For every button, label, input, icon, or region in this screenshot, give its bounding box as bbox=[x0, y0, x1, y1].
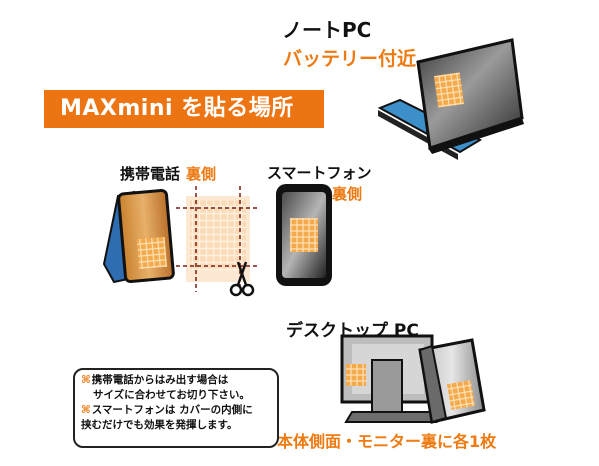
laptop-illustration bbox=[377, 38, 524, 160]
laptop-position-label: バッテリー付近 bbox=[283, 48, 417, 70]
flip-phone-position-label: 裏側 bbox=[186, 165, 217, 183]
laptop-sticker bbox=[433, 72, 465, 108]
note-line-3: ⌘スマートフォンは カバーの内側に bbox=[81, 404, 253, 416]
monitor-sticker bbox=[346, 364, 366, 386]
note-box: ⌘携帯電話からはみ出す場合は サイズに合わせてお切り下さい。 ⌘スマートフォンは… bbox=[73, 368, 279, 448]
smartphone-illustration bbox=[276, 184, 332, 286]
tower-sticker bbox=[446, 380, 476, 410]
flip-phone-label-group: 携帯電話裏側 bbox=[120, 163, 216, 184]
smartphone-sticker bbox=[290, 218, 318, 252]
smartphone-position-label: 裏側 bbox=[332, 185, 363, 203]
note-mark-icon: ⌘ bbox=[81, 374, 91, 386]
scissors-icon bbox=[229, 261, 255, 297]
page-title: MAXmini を貼る場所 bbox=[44, 90, 324, 128]
smartphone-label: スマートフォン bbox=[267, 164, 372, 182]
desktop-position-label: 本体側面・モニター裏に各1枚 bbox=[277, 432, 497, 451]
laptop-label: ノートPC bbox=[282, 18, 372, 42]
note-line-1: ⌘携帯電話からはみ出す場合は bbox=[81, 374, 229, 386]
flip-phone-sticker bbox=[136, 236, 168, 270]
desktop-illustration bbox=[340, 334, 486, 424]
desktop-label: デスクトップ PC bbox=[286, 321, 419, 341]
flip-phone-label: 携帯電話 bbox=[120, 165, 181, 183]
note-mark-icon: ⌘ bbox=[81, 404, 91, 416]
note-line-2: サイズに合わせてお切り下さい。 bbox=[93, 389, 250, 401]
sticker-sheet bbox=[176, 186, 260, 292]
flip-phone-illustration bbox=[102, 188, 175, 284]
note-line-4: 挟むだけでも効果を発揮します。 bbox=[81, 419, 238, 431]
